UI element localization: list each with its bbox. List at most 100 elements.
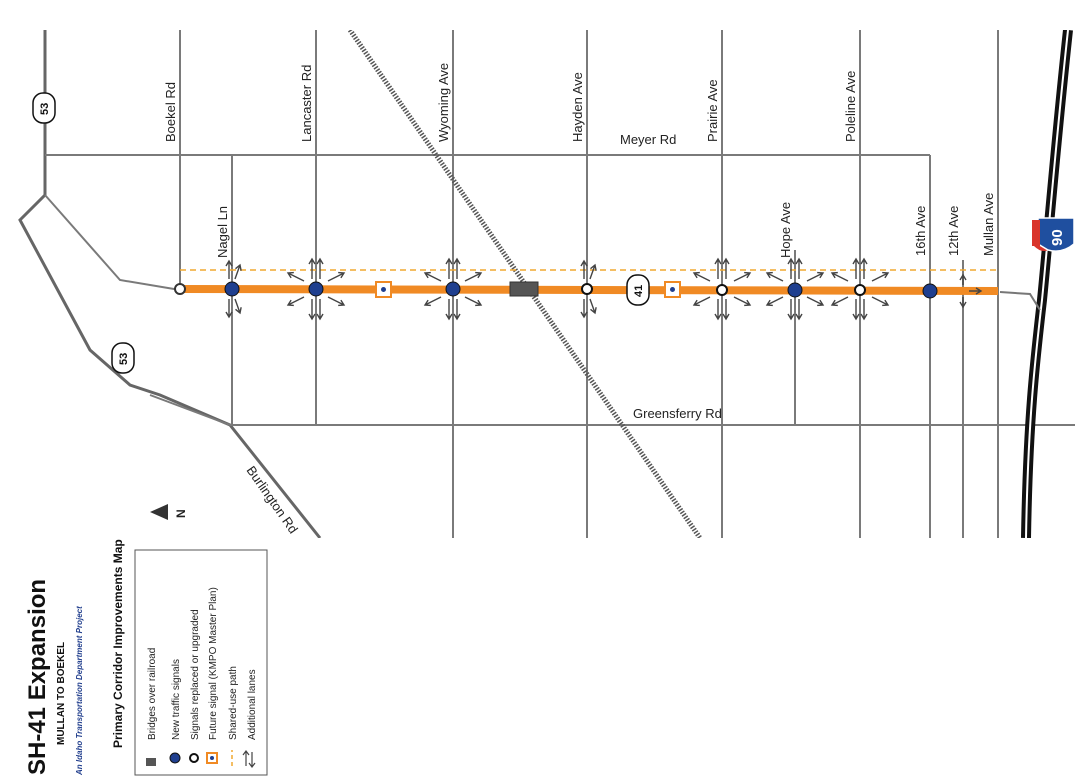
label-poleline: Poleline Ave [843,71,858,142]
lane-arrow [722,299,730,321]
label-sixteenth: 16th Ave [913,206,928,256]
lane-arrow [580,259,588,279]
lane-arrow [234,298,242,315]
lane-arrow [852,299,860,321]
lane-arrow [795,257,803,279]
lane-arrow [453,299,461,321]
map-area: Boekel Rd Nagel Ln Lancaster Rd Wyoming … [18,30,1075,538]
lane-arrow [830,296,849,307]
lane-arrow [765,271,784,282]
label-burlington: Burlington Rd [244,463,301,536]
lane-arrow [765,296,784,307]
lane-arrow [959,297,967,309]
label-mullan: Mullan Ave [981,193,996,256]
lane-arrow [714,299,722,321]
label-boekel: Boekel Rd [163,82,178,142]
legend-shared-path: Shared-use path [228,666,239,740]
title-main: SH-41 Expansion [24,579,51,775]
lane-arrow [316,257,324,279]
label-greensferry: Greensferry Rd [633,406,722,421]
legend-lanes-swatch [242,750,256,768]
svg-text:53: 53 [118,353,130,365]
sh53-shield-top: 53 [32,92,56,124]
lane-arrows [225,257,983,321]
i90-shield-label: 90 [1049,229,1066,246]
legend-upgrade-swatch [189,753,199,763]
lane-arrow [692,271,711,282]
signal-wyoming [445,281,461,297]
label-meyer: Meyer Rd [620,132,676,147]
lane-arrow [589,263,597,280]
label-lancaster: Lancaster Rd [299,65,314,142]
signal-upgrade-hayden [581,283,593,295]
sh53-shield-bottom: 53 [111,342,135,374]
lane-arrow [225,299,233,319]
lane-arrow [464,271,483,282]
lane-arrow [327,296,346,307]
lane-arrow [423,271,442,282]
legend-new-signals: New traffic signals [171,659,182,740]
lane-arrow [692,296,711,307]
svg-text:53: 53 [39,103,51,115]
sh53-road-inner [44,194,181,291]
lane-arrow [225,259,233,279]
legend-bridges: Bridges over railroad [147,648,158,740]
lane-arrow [722,257,730,279]
svg-text:N: N [174,509,188,518]
lane-arrow [871,296,890,307]
label-twelfth: 12th Ave [946,206,961,256]
label-hayden: Hayden Ave [570,72,585,142]
title-sub: MULLAN TO BOEKEL [56,642,67,745]
signal-nagel [224,281,240,297]
boekel-node [174,283,186,295]
lane-arrow [464,296,483,307]
i90-shield: 90 [1032,217,1075,252]
lane-arrow [969,287,983,295]
label-prairie: Prairie Ave [705,79,720,142]
lane-arrow [787,299,795,321]
title-block: SH-41 Expansion MULLAN TO BOEKEL An Idah… [24,539,125,776]
svg-text:41: 41 [633,285,645,297]
lane-arrow [423,296,442,307]
lane-arrow [860,257,868,279]
lane-arrow [445,257,453,279]
future-signal-lancaster-wyoming [375,281,392,298]
lane-arrow [787,257,795,279]
north-arrow: N [150,504,188,520]
interstate-90 [1021,30,1073,538]
sh41-shield: 41 [626,274,650,306]
legend-additional-lanes: Additional lanes [247,669,258,740]
lane-arrow [327,271,346,282]
signal-hope [787,282,803,298]
lane-arrow [733,271,752,282]
railroad [347,30,703,538]
lane-arrow [445,299,453,321]
lane-arrow [308,257,316,279]
lane-arrow [871,271,890,282]
lane-arrow [860,299,868,321]
future-signal-hayden-prairie [664,281,681,298]
lane-arrow [316,299,324,321]
signal-sixteenth [922,283,938,299]
burlington-road [149,394,231,426]
lane-arrow [830,271,849,282]
map-title: Primary Corridor Improvements Map [111,539,125,748]
label-nagel: Nagel Ln [215,206,230,258]
lane-arrow [234,263,242,280]
lane-arrow [286,271,305,282]
lane-arrow [733,296,752,307]
title-agency: An Idaho Transportation Department Proje… [75,606,84,776]
legend: Bridges over railroad New traffic signal… [134,549,268,776]
lane-arrow [308,299,316,321]
signal-upgrade-poleline [854,284,866,296]
signal-upgrade-prairie [716,284,728,296]
lane-arrow [286,296,305,307]
lane-arrow [959,273,967,285]
interstate-ramp [999,291,1041,311]
bridge-marker [509,281,539,297]
label-wyoming: Wyoming Ave [436,63,451,142]
lane-arrow [714,257,722,279]
lane-arrow [580,299,588,319]
legend-future-swatch [206,752,218,764]
